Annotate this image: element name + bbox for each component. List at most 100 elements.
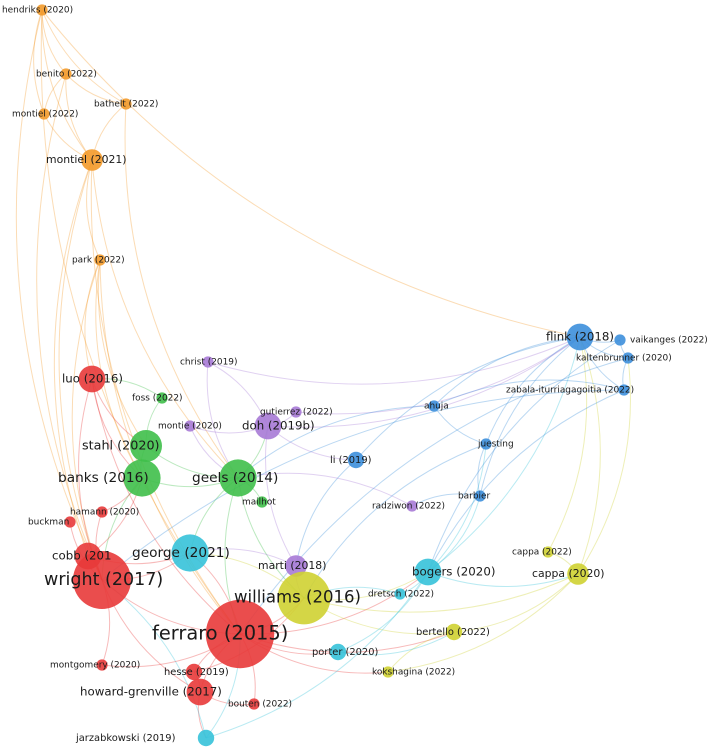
node-bouten[interactable] (248, 698, 260, 710)
node-label-foss: foss (2022) (132, 394, 183, 404)
node-cappa22[interactable] (542, 546, 554, 558)
link (239, 357, 629, 635)
node-label-montiel21: montiel (2021) (46, 153, 127, 166)
node-label-mailhot: mailhot (242, 498, 276, 508)
node-kaltenbrunner[interactable] (622, 352, 634, 364)
node-bathelt[interactable] (120, 98, 132, 110)
node-kokshagina[interactable] (382, 666, 394, 678)
node-montiel22[interactable] (38, 108, 50, 120)
node-radziwon[interactable] (406, 500, 418, 512)
node-wright[interactable] (73, 551, 131, 609)
node-label-hendriks: hendriks (2020) (2, 6, 73, 16)
node-bertello[interactable] (445, 623, 463, 641)
node-juesting[interactable] (480, 438, 492, 450)
link (41, 9, 67, 75)
link (207, 336, 581, 385)
node-benito[interactable] (60, 68, 72, 80)
link (433, 379, 625, 407)
node-mailhot[interactable] (256, 496, 268, 508)
node-label-hesse: hesse (2019) (164, 667, 229, 678)
node-george[interactable] (171, 534, 209, 572)
node-label-wright: wright (2017) (44, 570, 163, 590)
link (90, 159, 241, 635)
node-montiel21[interactable] (81, 149, 103, 171)
link (86, 159, 101, 261)
node-dretsch[interactable] (394, 588, 406, 600)
node-ahuja[interactable] (428, 400, 440, 412)
link (91, 378, 241, 635)
link (337, 571, 429, 653)
node-cappa20[interactable] (567, 563, 589, 585)
node-label-ferraro: ferraro (2015) (152, 622, 288, 645)
link (355, 336, 581, 461)
link (36, 73, 103, 581)
link (58, 159, 103, 581)
node-label-geels: geels (2014) (192, 470, 278, 486)
link (237, 405, 435, 479)
node-marti[interactable] (285, 555, 307, 577)
link (433, 405, 487, 445)
node-banks[interactable] (123, 459, 161, 497)
link (427, 571, 579, 587)
link (99, 259, 241, 635)
node-label-christ: christ (2019) (180, 358, 237, 368)
node-label-ahuja: ahuja (424, 402, 449, 412)
node-howard[interactable] (186, 678, 214, 706)
node-label-porter: porter (2020) (312, 647, 378, 658)
node-label-barbier: barbier (458, 492, 490, 502)
node-doh[interactable] (254, 412, 282, 440)
link (411, 493, 481, 507)
node-label-bouten: bouten (2022) (228, 700, 292, 710)
node-label-doh: doh (2019b) (242, 419, 315, 433)
node-ferraro[interactable] (205, 599, 275, 669)
node-luo[interactable] (78, 365, 106, 393)
link (71, 259, 103, 581)
node-label-stahl: stahl (2020) (82, 439, 160, 454)
link (303, 573, 579, 613)
node-label-radziwon: radziwon (2022) (372, 502, 445, 512)
node-li[interactable] (347, 451, 365, 469)
link (41, 9, 93, 161)
node-buckman[interactable] (64, 516, 76, 528)
link (84, 259, 101, 380)
node-williams[interactable] (277, 571, 331, 625)
link (53, 159, 93, 557)
node-montgomery[interactable] (96, 659, 108, 671)
node-vaikanges[interactable] (614, 334, 626, 346)
node-montie[interactable] (184, 420, 196, 432)
link (479, 336, 581, 497)
node-label-cappa20: cappa (2020) (532, 567, 605, 580)
node-jarzabkowski[interactable] (197, 729, 215, 747)
node-geels[interactable] (219, 459, 257, 497)
node-label-jarzabkowski: jarzabkowski (2019) (75, 733, 175, 744)
node-hamann[interactable] (96, 506, 108, 518)
node-label-montie: montie (2020) (158, 422, 222, 432)
link (41, 9, 581, 338)
link (124, 103, 239, 479)
node-zabala[interactable] (618, 384, 630, 396)
node-label-buckman: buckman (28, 518, 69, 528)
node-bogers[interactable] (414, 558, 442, 586)
node-christ[interactable] (202, 356, 214, 368)
node-label-bogers: bogers (2020) (412, 565, 495, 579)
node-label-park: park (2022) (72, 256, 125, 266)
node-label-george: george (2021) (132, 545, 230, 561)
link (237, 472, 413, 507)
node-foss[interactable] (156, 392, 168, 404)
node-stahl[interactable] (130, 430, 162, 462)
node-label-luo: luo (2016) (62, 372, 123, 386)
node-gutierrez[interactable] (290, 406, 302, 418)
node-flink[interactable] (566, 323, 594, 351)
node-hesse[interactable] (185, 663, 203, 681)
node-hendriks[interactable] (36, 4, 48, 16)
link (577, 336, 601, 575)
node-label-juesting: juesting (477, 440, 514, 450)
node-park[interactable] (94, 254, 106, 266)
link (427, 389, 625, 573)
node-label-kaltenbrunner: kaltenbrunner (2020) (576, 354, 672, 364)
link (453, 573, 579, 633)
node-label-gutierrez: gutierrez (2022) (260, 408, 333, 418)
node-barbier[interactable] (474, 490, 486, 502)
node-porter[interactable] (329, 643, 347, 661)
